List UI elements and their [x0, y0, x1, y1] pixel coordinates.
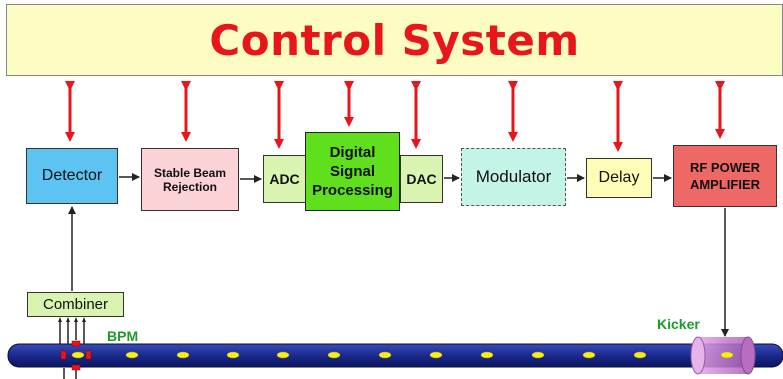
beam-bunches — [71, 351, 647, 359]
combiner-label: Combiner — [42, 296, 109, 313]
dac-label: DAC — [406, 171, 437, 187]
rf-amplifier-label-line1: RF POWER — [689, 160, 761, 175]
signal-chain — [68, 173, 729, 337]
dsp-block: Digital Signal Processing — [305, 132, 400, 211]
dac-block: DAC — [400, 155, 443, 203]
beam-bunch — [125, 351, 139, 359]
combiner-block: Combiner — [27, 292, 124, 317]
stable-beam-rejection-label-line2: Rejection — [162, 179, 217, 194]
bpm-icon — [58, 317, 92, 379]
beam-bunch — [378, 351, 392, 359]
beam-pipe — [7, 343, 783, 368]
beam-bunch — [327, 351, 341, 359]
dsp-label-line2: Signal — [329, 163, 375, 180]
beam-bunch — [176, 351, 190, 359]
beam-bunch — [226, 351, 240, 359]
rf-power-amplifier-block: RF POWER AMPLIFIER — [673, 145, 777, 207]
beam-bunch — [480, 351, 494, 359]
dsp-label-line3: Processing — [312, 182, 393, 199]
adc-label: ADC — [269, 171, 300, 187]
modulator-label: Modulator — [475, 167, 552, 186]
detector-block: Detector — [26, 148, 118, 204]
control-links — [65, 81, 725, 152]
beam-bunch — [531, 351, 545, 359]
beam-bunch — [276, 351, 290, 359]
stable-beam-rejection-block: Stable Beam Rejection — [141, 148, 239, 211]
detector-label: Detector — [41, 167, 103, 184]
dsp-label-line1: Digital — [329, 144, 376, 161]
stable-beam-rejection-label-line1: Stable Beam — [153, 165, 227, 180]
modulator-block: Modulator — [461, 148, 566, 206]
beam-bunch — [429, 351, 443, 359]
beam-bunch — [633, 351, 647, 359]
control-system-box: Control System — [6, 4, 783, 76]
rf-amplifier-label-line2: AMPLIFIER — [689, 177, 761, 192]
delay-block: Delay — [586, 158, 652, 198]
adc-block: ADC — [263, 155, 306, 203]
kicker-icon — [690, 336, 756, 375]
beam-bunch — [71, 351, 85, 359]
beam-bunch — [582, 351, 596, 359]
control-system-title: Control System — [209, 15, 580, 65]
kicker-label: Kicker — [657, 316, 700, 332]
bpm-label: BPM — [107, 328, 139, 344]
delay-label: Delay — [598, 169, 640, 186]
